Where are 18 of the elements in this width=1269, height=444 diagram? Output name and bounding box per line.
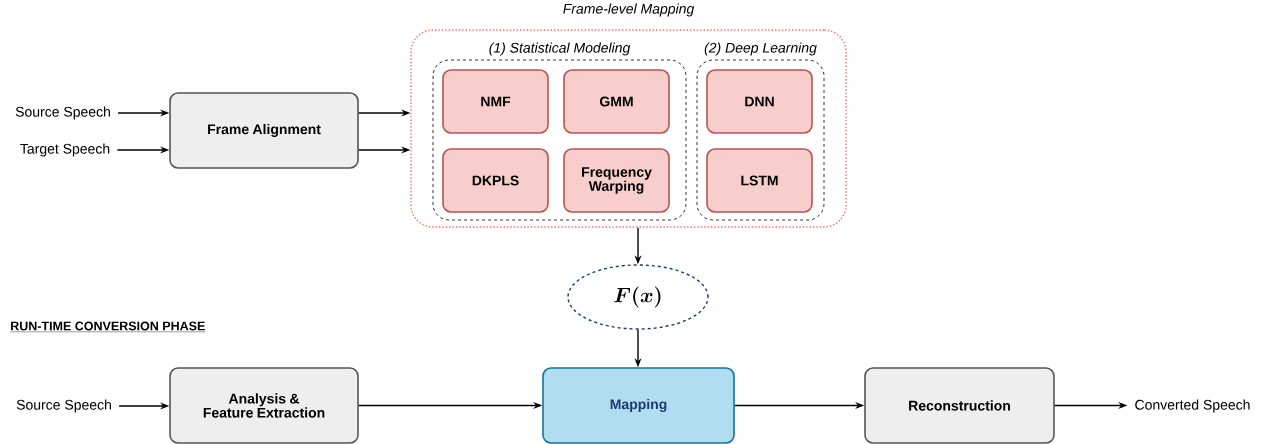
section-heading: RUN-TIME CONVERSION PHASE <box>10 321 206 332</box>
speech-label: Source Speech <box>16 399 111 413</box>
method-box: DKPLS <box>442 148 549 213</box>
method-box: GMM <box>563 69 670 134</box>
speech-label: Converted Speech <box>1135 399 1250 413</box>
process-box: Frame Alignment <box>169 92 359 169</box>
node-label: (2) Deep Learning <box>704 42 817 56</box>
process-box: Reconstruction <box>864 367 1055 444</box>
speech-label: Target Speech <box>20 143 110 157</box>
method-box: LSTM <box>706 148 813 213</box>
node-label: Frame-level Mapping <box>563 3 695 17</box>
node-label: (1) Statistical Modeling <box>489 42 631 56</box>
speech-label: Source Speech <box>15 106 110 120</box>
method-box: Frequency Warping <box>563 148 670 213</box>
method-box: DNN <box>706 69 813 134</box>
method-box: NMF <box>442 69 549 134</box>
process-box: Analysis & Feature Extraction <box>169 367 359 444</box>
process-box: Mapping <box>542 367 735 444</box>
